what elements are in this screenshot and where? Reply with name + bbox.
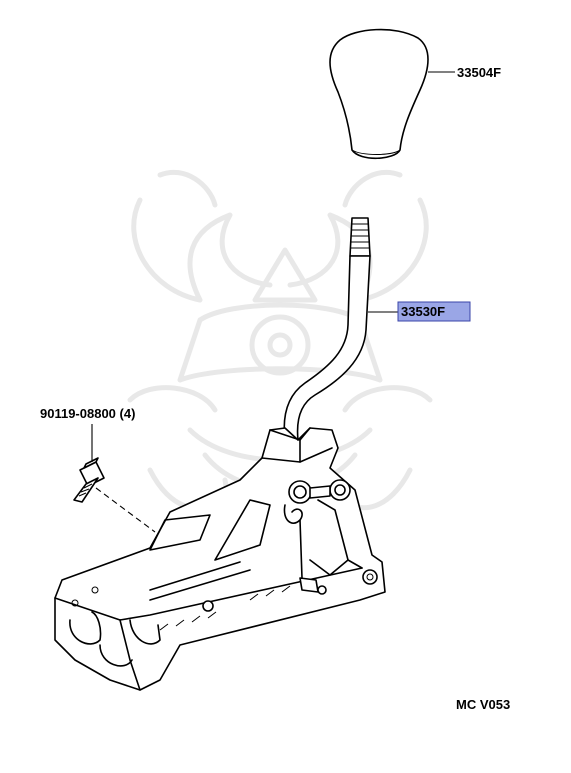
diagram-reference-code: MC V053 [456,697,510,712]
lever-part-highlight [397,301,471,322]
bolt-part-number[interactable]: 90119-08800 (4) [40,406,135,421]
bolt-part [73,457,105,503]
shift-knob-part [329,28,429,160]
bolt-install-line [95,487,156,533]
shift-lever-part [283,217,371,441]
shifter-housing-part [54,427,386,691]
knob-part-number[interactable]: 33504F [457,65,501,80]
lever-part-number[interactable]: 33530F [401,304,445,319]
